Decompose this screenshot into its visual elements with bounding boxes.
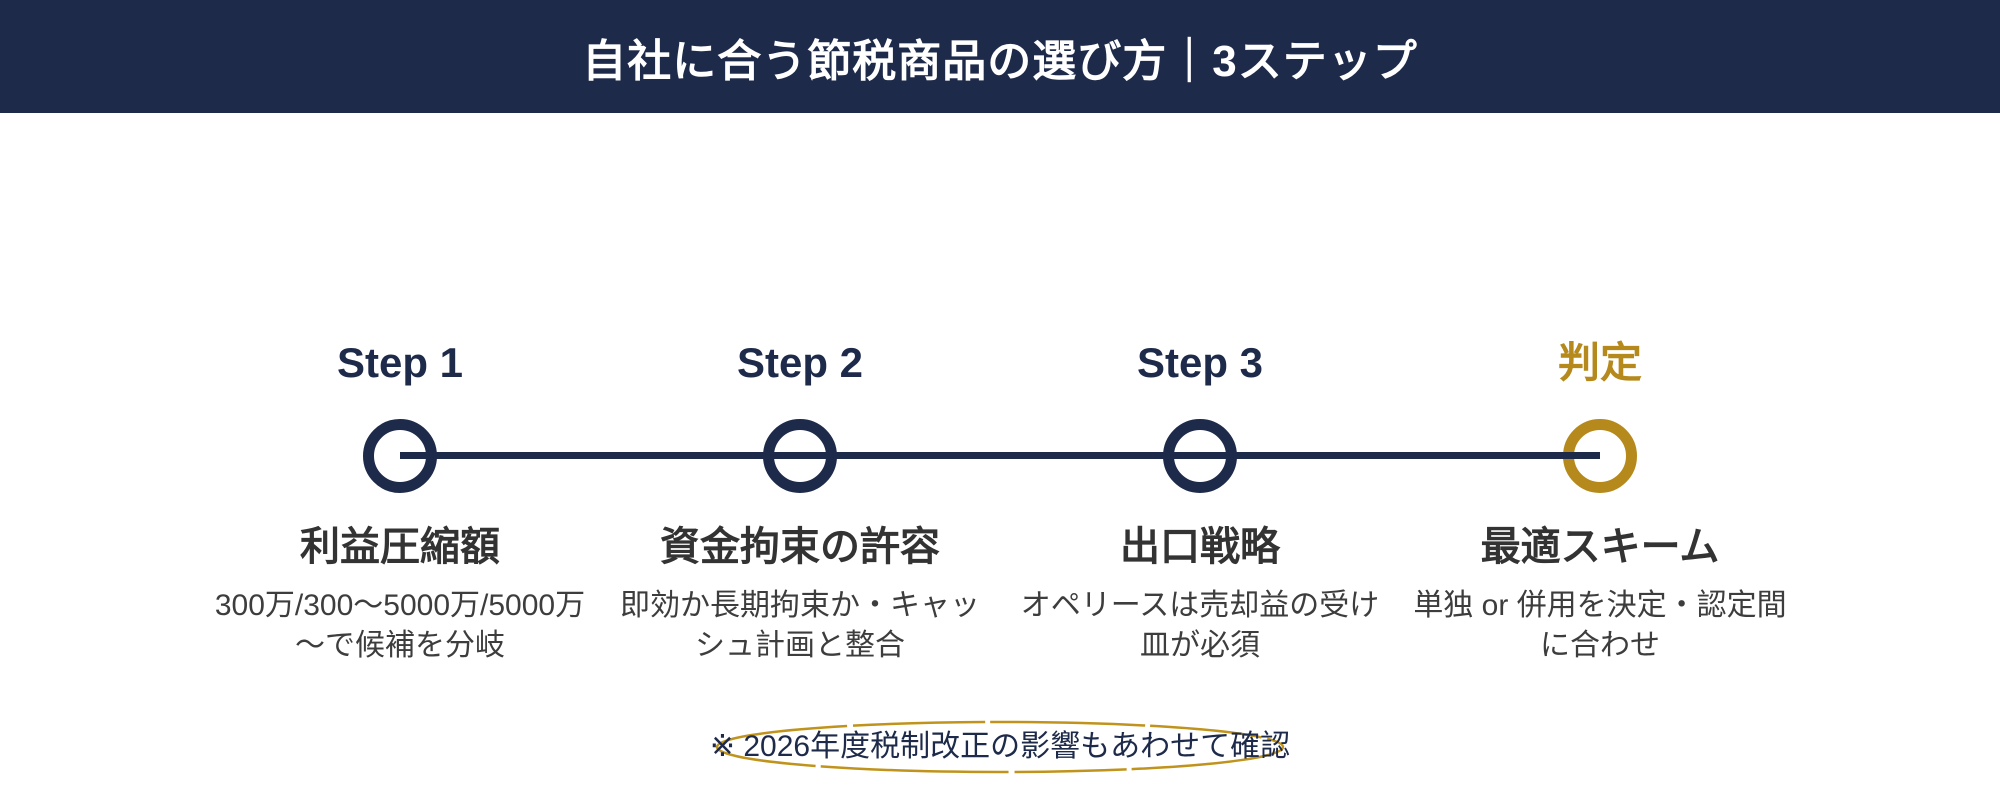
step3-title: 出口戦略 [1120,525,1280,569]
result-title: 最適スキーム [1480,525,1720,569]
step3-description: オペリースは売却益の受け 皿が必須 [1020,589,1380,662]
step-column-1: Step 1 利益圧縮額 300万/300〜5000万/5000万 〜で候補を分… [190,0,610,800]
result-label: 判定 [1557,339,1642,386]
step1-title: 利益圧縮額 [300,525,500,569]
step1-description: 300万/300〜5000万/5000万 〜で候補を分岐 [214,589,586,662]
header-banner: 自社に合う節税商品の選び方｜3ステップ [0,0,2000,113]
timeline-line [400,452,1600,459]
footnote: ※ 2026年度税制改正の影響もあわせて確認 [700,712,1300,782]
step1-label: Step 1 [336,339,464,386]
result-description: 単独 or 併用を決定・認定間 に合わせ [1413,589,1787,662]
step-column-3: Step 3 出口戦略 オペリースは売却益の受け 皿が必須 [990,0,1410,800]
step2-description: 即効か長期拘束か・キャッ シュ計画と整合 [620,589,980,662]
step3-label: Step 3 [1136,339,1264,386]
step2-label: Step 2 [736,339,864,386]
page-title: 自社に合う節税商品の選び方｜3ステップ [582,36,1418,86]
result-column: 判定 最適スキーム 単独 or 併用を決定・認定間 に合わせ [1390,0,1810,800]
footnote-text: ※ 2026年度税制改正の影響もあわせて確認 [709,730,1291,763]
footnote-ellipse-icon [715,720,1285,774]
step-column-2: Step 2 資金拘束の許容 即効か長期拘束か・キャッ シュ計画と整合 [590,0,1010,800]
step2-title: 資金拘束の許容 [660,525,940,569]
